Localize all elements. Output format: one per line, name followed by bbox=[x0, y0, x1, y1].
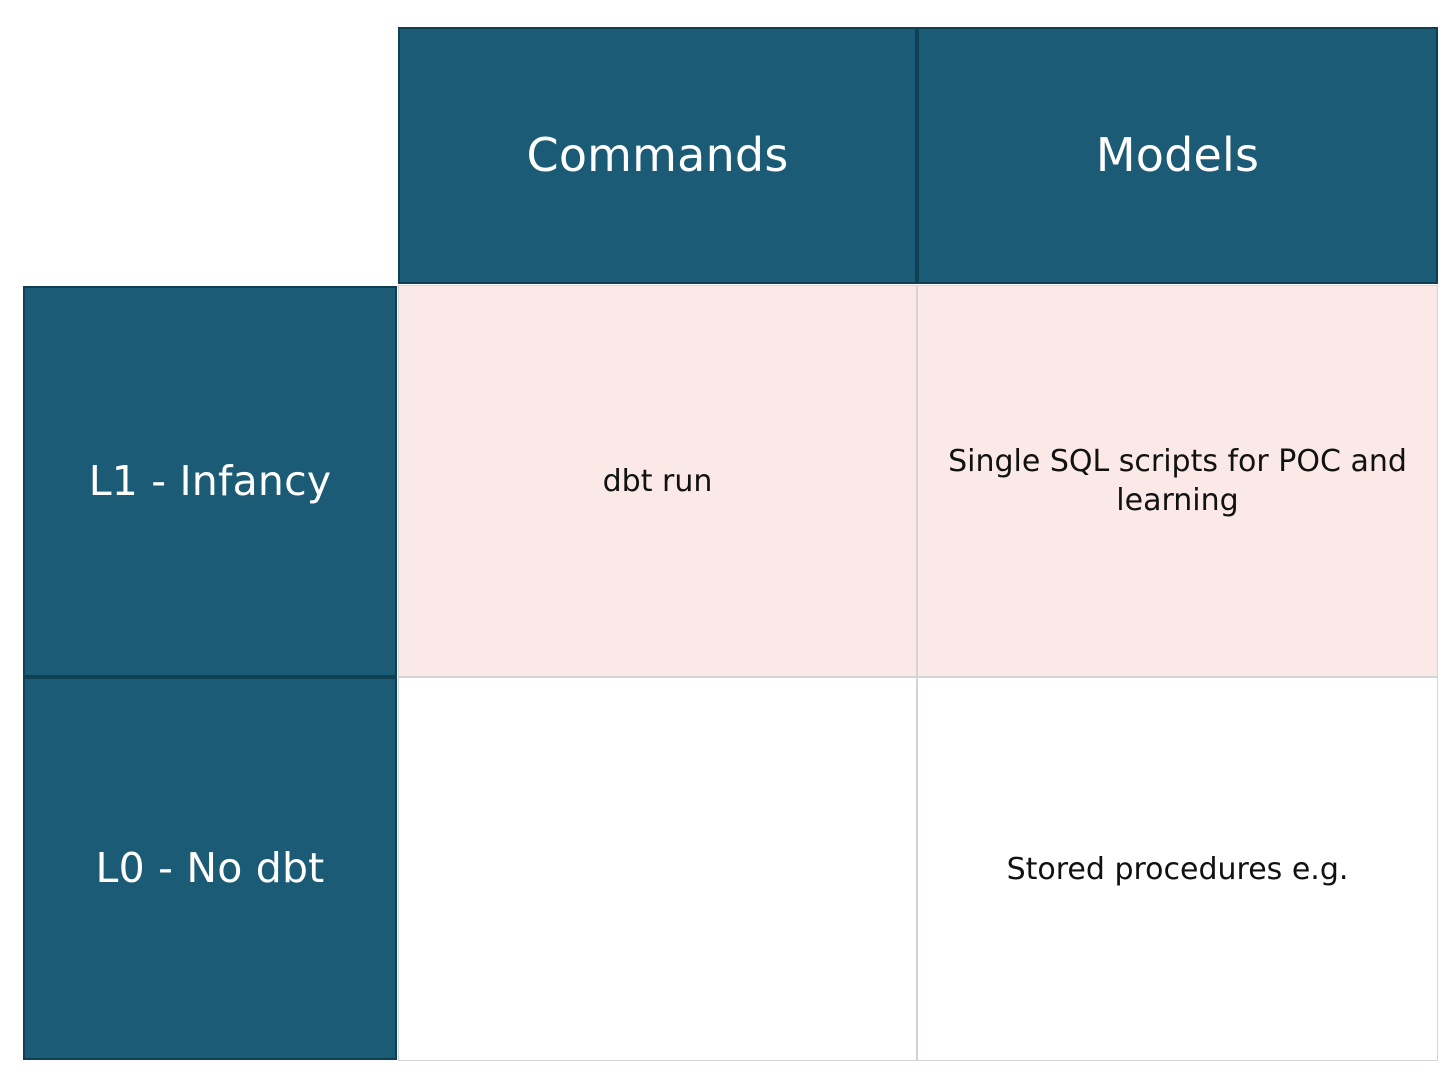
row-header-l1: L1 - Infancy bbox=[23, 286, 397, 677]
cell-l0-models-text: Stored procedures e.g. bbox=[1006, 851, 1349, 887]
column-header-commands: Commands bbox=[398, 27, 917, 284]
row-header-l0-label: L0 - No dbt bbox=[95, 843, 325, 892]
cell-l1-commands: dbt run bbox=[398, 285, 917, 677]
cell-l0-commands bbox=[398, 677, 917, 1061]
cell-l1-models: Single SQL scripts for POC and learning bbox=[917, 285, 1438, 677]
row-header-l1-label: L1 - Infancy bbox=[88, 456, 332, 505]
cell-l1-commands-text: dbt run bbox=[602, 463, 713, 499]
column-header-models: Models bbox=[917, 27, 1438, 284]
cell-l1-models-text: Single SQL scripts for POC and learning bbox=[948, 444, 1407, 518]
column-header-models-label: Models bbox=[1095, 128, 1260, 183]
cell-l0-models: Stored procedures e.g. bbox=[917, 677, 1438, 1061]
row-header-l0: L0 - No dbt bbox=[23, 677, 397, 1060]
column-header-commands-label: Commands bbox=[526, 128, 789, 183]
